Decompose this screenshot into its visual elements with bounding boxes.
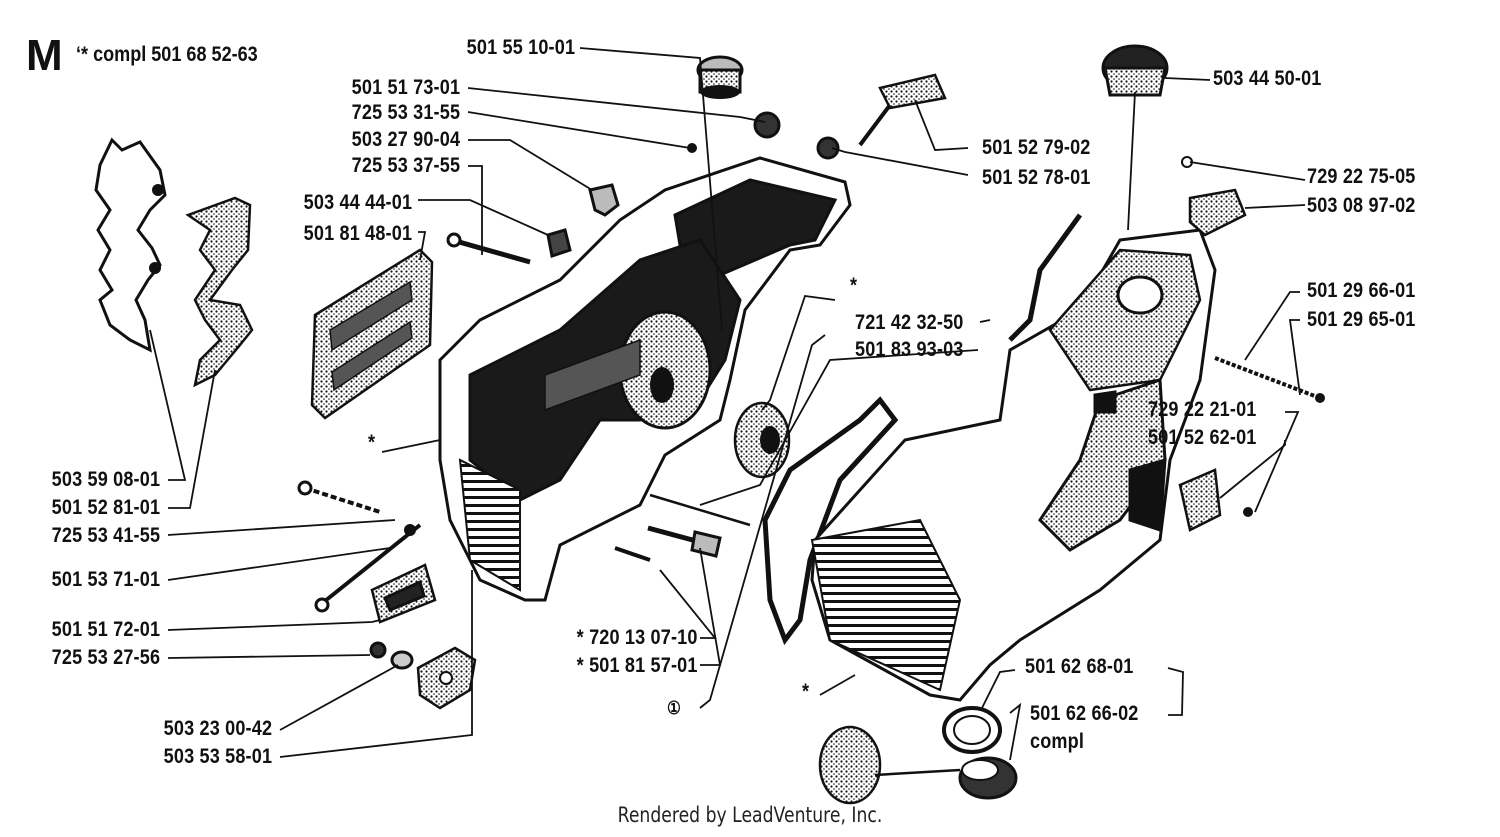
clutch-drum — [733, 401, 791, 479]
part-label-725-53-31-55[interactable]: 725 53 31-55 — [351, 101, 460, 124]
crankcase-housing — [438, 156, 852, 602]
part-label-501-62-66-02[interactable]: 501 62 66-02 — [1030, 702, 1139, 725]
callout-star-housing: * — [368, 431, 376, 454]
leader-lines — [149, 47, 1306, 761]
part-label-501-52-62-01[interactable]: 501 52 62-01 — [1148, 426, 1257, 449]
nut-small — [753, 111, 781, 139]
tank-housing — [810, 228, 1217, 702]
footer-credit: Rendered by LeadVenture, Inc. — [617, 803, 883, 827]
part-label-503-23-00-42[interactable]: 503 23 00-42 — [163, 717, 272, 740]
part-label-503-08-97-02[interactable]: 503 08 97-02 — [1307, 194, 1416, 217]
part-label-501-52-78-01[interactable]: 501 52 78-01 — [982, 166, 1091, 189]
gasket-seal — [762, 396, 899, 646]
part-label-501-52-79-02[interactable]: 501 52 79-02 — [982, 136, 1091, 159]
part-label-720-13-07-10[interactable]: * 720 13 07-10 — [577, 626, 698, 649]
fuel-cap-right — [1101, 44, 1169, 97]
switch-button — [1181, 156, 1247, 237]
rubber-bushing — [546, 228, 572, 258]
part-label-501-29-65-01[interactable]: 501 29 65-01 — [1307, 308, 1416, 331]
callout-star-clutch: * — [850, 274, 858, 297]
part-label-501-51-72-01[interactable]: 501 51 72-01 — [51, 618, 160, 641]
spring-bolt — [1214, 356, 1325, 403]
part-label-501-53-71-01[interactable]: 501 53 71-01 — [51, 568, 160, 591]
part-label-503-59-08-01[interactable]: 503 59 08-01 — [51, 468, 160, 491]
bumper-spike-outer — [94, 137, 167, 353]
part-label-compl: compl — [1030, 730, 1085, 753]
screw-small — [687, 143, 697, 153]
anti-vibration-block — [370, 563, 437, 624]
part-label-501-51-73-01[interactable]: 501 51 73-01 — [351, 76, 460, 99]
part-label-501-55-10-01[interactable]: 501 55 10-01 — [466, 36, 575, 59]
rear-mount-block — [1178, 468, 1253, 532]
part-label-503-44-44-01[interactable]: 503 44 44-01 — [303, 191, 412, 214]
adjust-screw — [647, 525, 722, 558]
part-label-501-83-93-03[interactable]: 501 83 93-03 — [855, 338, 964, 361]
part-label-729-22-21-01[interactable]: 729 22 21-01 — [1148, 398, 1257, 421]
throttle-rod — [1008, 213, 1083, 342]
part-label-501-29-66-01[interactable]: 501 29 66-01 — [1307, 279, 1416, 302]
section-letter: M — [26, 31, 63, 80]
filler-cap-left — [696, 55, 744, 99]
part-label-501-81-48-01[interactable]: 501 81 48-01 — [303, 222, 412, 245]
callout-star-tank: * — [802, 680, 810, 703]
part-label-501-81-57-01[interactable]: * 501 81 57-01 — [577, 654, 698, 677]
bolt-with-washer — [314, 523, 422, 613]
part-label-725-53-41-55[interactable]: 725 53 41-55 — [51, 524, 160, 547]
part-label-729-22-75-05[interactable]: 729 22 75-05 — [1307, 165, 1416, 188]
long-rod — [649, 493, 751, 527]
part-label-503-27-90-04[interactable]: 503 27 90-04 — [351, 128, 460, 151]
long-bolt-upper — [446, 232, 531, 265]
mount-bracket — [416, 646, 477, 710]
nut-right — [816, 136, 840, 160]
part-label-503-53-58-01[interactable]: 503 53 58-01 — [163, 745, 272, 768]
tank-cap-lower — [818, 725, 1018, 805]
tank-sealing-ring — [942, 706, 1002, 754]
part-label-721-42-32-50[interactable]: 721 42 32-50 — [855, 311, 964, 334]
chain-guard-plate — [310, 248, 434, 420]
screw-lower — [369, 641, 414, 670]
callout-circle-1: ① — [667, 698, 682, 718]
valve-plug — [588, 183, 620, 217]
bumper-spike-inner — [185, 196, 254, 388]
part-label-501-52-81-01[interactable]: 501 52 81-01 — [51, 496, 160, 519]
part-label-503-44-50-01[interactable]: 503 44 50-01 — [1213, 67, 1322, 90]
choke-lever — [858, 73, 947, 147]
part-label-725-53-27-56[interactable]: 725 53 27-56 — [51, 646, 160, 669]
part-label-501-62-68-01[interactable]: 501 62 68-01 — [1025, 655, 1134, 678]
long-bolt-lower — [297, 480, 381, 514]
section-note: ‘* compl 501 68 52-63 — [76, 43, 258, 66]
part-label-725-53-37-55[interactable]: 725 53 37-55 — [351, 154, 460, 177]
guide-pin — [614, 546, 651, 562]
